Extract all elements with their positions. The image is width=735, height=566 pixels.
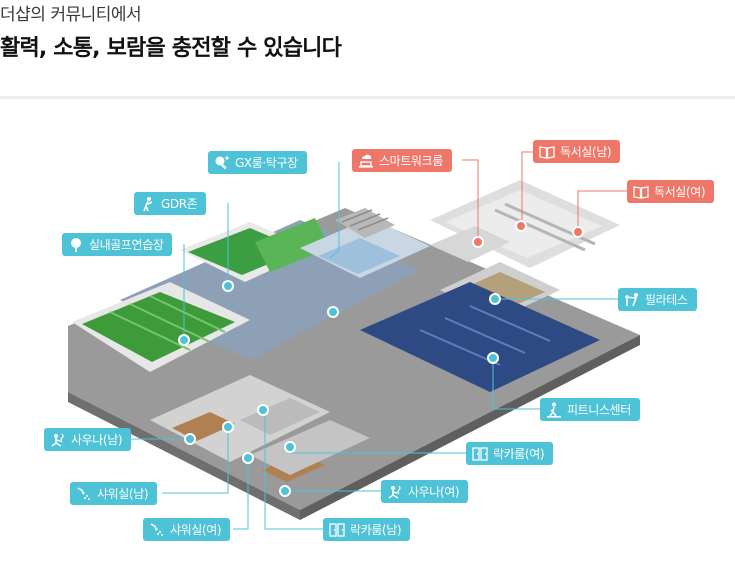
label-shower-m: 샤워실(남) [70,482,158,505]
treadmill-icon [546,402,562,418]
building-base-edge [68,392,300,520]
marker-sauna-m [184,433,196,445]
fitness-floor [360,282,600,392]
marker-pilates [489,293,501,305]
marker-sauna-f [279,485,291,497]
leader-lines-coral [462,151,627,240]
label-gx-room-text: GX룸·탁구장 [235,156,298,170]
label-gx-room: GX룸·탁구장 [208,151,307,174]
table-tennis-tables [318,238,400,274]
label-fitness: 피트니스센터 [540,398,640,421]
label-reading-m: 독서실(남) [533,140,621,163]
book-icon [633,184,649,200]
label-locker-m-text: 락카룸(남) [350,523,402,537]
golf-ball-icon [68,237,84,253]
smart-work-room [430,226,510,262]
label-locker-f-text: 락카룸(여) [493,447,545,461]
marker-shower-m [222,421,234,433]
label-sauna-f-text: 사우나(여) [408,485,460,499]
golf-bay-line [109,311,191,351]
marker-gdr-zone [222,280,234,292]
page-subtitle: 더샵의 커뮤니티에서 [0,5,142,25]
marker-gx-room [327,306,339,318]
marker-reading-f [572,226,584,238]
shower-area [240,398,320,435]
label-reading-f: 독서실(여) [627,180,715,203]
golf-bay-line [129,303,211,343]
marker-reading-m [515,220,527,232]
label-smart-work-text: 스마트워크룸 [379,154,443,168]
label-pilates: 필라테스 [618,288,697,311]
shower-icon [149,522,165,538]
label-fitness-text: 피트니스센터 [567,403,631,417]
pilates-icon [624,292,640,308]
page-title: 활력, 소통, 보람을 충전할 수 있습니다 [0,36,342,61]
label-reading-f-text: 독서실(여) [654,185,706,199]
locker-icon [472,446,488,462]
staircase [335,208,395,238]
golfer-icon [140,196,156,212]
label-shower-f: 샤워실(여) [143,518,231,541]
label-gdr-zone-text: GDR존 [161,197,198,211]
laptop-cloud-icon [358,153,374,169]
room-markers [178,220,584,497]
reading-desks-row [494,208,586,252]
book-icon [539,144,555,160]
label-sauna-m-text: 사우나(남) [71,433,123,447]
fitness-equipment-row [419,329,501,366]
fitness-equipment-row [469,305,551,342]
label-indoor-golf-text: 실내골프연습장 [89,238,164,252]
sauna-icon [50,432,66,448]
leader-lines-teal [128,162,618,530]
header-divider [0,96,735,99]
marker-locker-m [257,404,269,416]
fitness-equipment-row [444,317,526,354]
golf-bay-line [149,295,226,333]
label-sauna-m: 사우나(남) [44,428,132,451]
marker-fitness [487,352,499,364]
label-indoor-golf: 실내골프연습장 [62,233,173,256]
marker-locker-f [284,441,296,453]
gdr-screen-zone [255,218,330,272]
shower-icon [76,486,92,502]
label-gdr-zone: GDR존 [134,192,207,215]
locker-women-area [250,420,370,475]
locker-icon [329,522,345,538]
marker-smart-work [472,236,484,248]
table-tennis-icon [214,155,230,171]
label-shower-f-text: 샤워실(여) [170,523,222,537]
label-reading-m-text: 독서실(남) [560,145,612,159]
sauna-icon [387,484,403,500]
label-pilates-text: 필라테스 [645,293,688,307]
label-sauna-f: 사우나(여) [381,480,469,503]
label-shower-m-text: 샤워실(남) [97,487,149,501]
label-locker-f: 락카룸(여) [466,442,554,465]
indoor-golf-turf [82,292,235,362]
label-smart-work: 스마트워크룸 [352,149,452,172]
label-locker-m: 락카룸(남) [323,518,411,541]
marker-indoor-golf [178,334,190,346]
marker-shower-f [242,452,254,464]
building-base-edge-right [300,335,640,520]
